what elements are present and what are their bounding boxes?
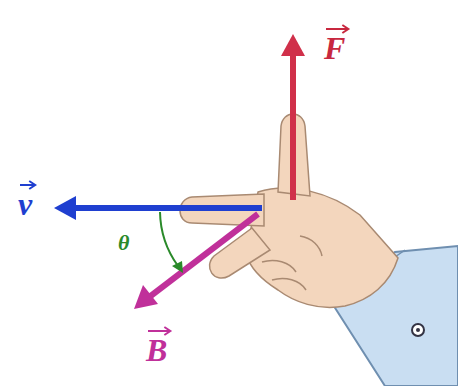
angle-label: θ — [118, 232, 129, 254]
field-arrowhead — [134, 285, 158, 309]
cuff-button — [412, 324, 424, 336]
middle-finger — [210, 228, 270, 278]
angle-arrowhead — [172, 261, 183, 273]
force-label: F — [324, 32, 345, 64]
cuff-button-hole — [416, 328, 420, 332]
velocity-vector — [72, 205, 262, 211]
knuckle-lines — [262, 236, 322, 290]
field-vector — [148, 214, 258, 298]
angle-arc — [160, 212, 178, 266]
vector-accent — [326, 28, 347, 30]
force-arrowhead — [281, 34, 305, 56]
field-label: B — [146, 334, 167, 366]
vector-accent — [148, 330, 169, 332]
force-vector — [290, 52, 296, 200]
vector-accent — [20, 184, 34, 186]
velocity-label: v — [18, 188, 32, 220]
velocity-arrowhead — [54, 196, 76, 220]
